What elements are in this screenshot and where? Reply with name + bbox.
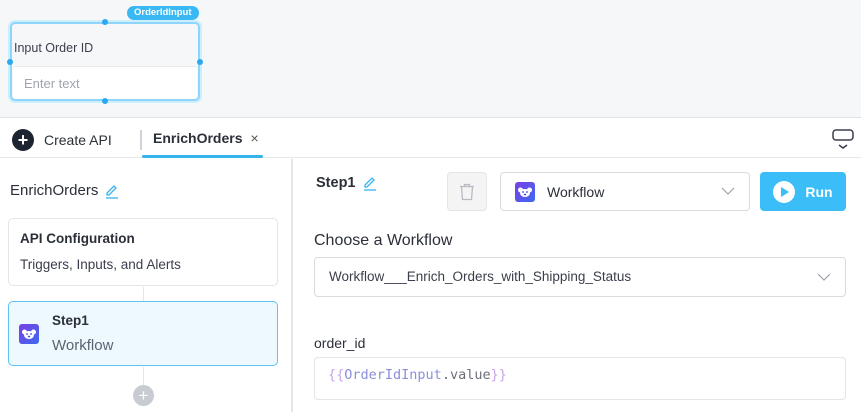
resize-handle-left[interactable] bbox=[7, 59, 13, 65]
step-name: Step1 bbox=[316, 175, 356, 191]
panel-collapse-toggle[interactable] bbox=[832, 128, 854, 152]
app-canvas: OrderIdInput Input Order ID Enter text bbox=[0, 0, 861, 118]
widget-label: Input Order ID bbox=[14, 41, 94, 55]
step-connector bbox=[143, 367, 144, 385]
active-tab-indicator bbox=[142, 155, 263, 158]
tab-divider bbox=[140, 130, 142, 150]
close-icon[interactable]: × bbox=[250, 130, 259, 146]
step-type-value: Workflow bbox=[547, 183, 605, 200]
panel-toggle-icon bbox=[832, 129, 854, 149]
add-step-button[interactable]: + bbox=[133, 385, 154, 406]
step-type: Workflow bbox=[52, 337, 114, 354]
run-button[interactable]: Run bbox=[760, 172, 846, 211]
order-id-input-widget[interactable]: Input Order ID Enter text bbox=[10, 22, 200, 101]
play-icon bbox=[773, 180, 796, 203]
resize-handle-right[interactable] bbox=[197, 59, 203, 65]
config-card-title: API Configuration bbox=[20, 231, 135, 246]
step-connector bbox=[143, 287, 144, 301]
resize-handle-bottom[interactable] bbox=[102, 98, 108, 104]
trash-icon bbox=[460, 183, 474, 200]
chevron-down-icon bbox=[817, 273, 831, 281]
plus-icon: + bbox=[12, 129, 34, 151]
api-name: EnrichOrders bbox=[10, 182, 99, 199]
workflow-select[interactable]: Workflow___Enrich_Orders_with_Shipping_S… bbox=[314, 257, 846, 297]
api-name-title: EnrichOrders bbox=[10, 182, 120, 199]
choose-workflow-label: Choose a Workflow bbox=[314, 232, 453, 249]
binding-identifier: OrderIdInput bbox=[344, 367, 442, 383]
step-title: Step1 bbox=[52, 313, 89, 328]
order-id-text-input[interactable]: Enter text bbox=[13, 66, 197, 99]
binding-property: .value bbox=[441, 367, 491, 383]
tab-enrichorders[interactable]: EnrichOrders × bbox=[142, 118, 263, 158]
api-tab-bar: + Create API EnrichOrders × bbox=[0, 118, 861, 158]
delete-step-button[interactable] bbox=[447, 172, 487, 211]
create-api-label: Create API bbox=[44, 132, 112, 148]
step-card-step1[interactable]: Step1 Workflow bbox=[8, 301, 278, 366]
edit-pencil-icon[interactable] bbox=[104, 183, 120, 199]
workflow-icon bbox=[515, 181, 535, 202]
chevron-down-icon bbox=[721, 187, 735, 195]
edit-pencil-icon[interactable] bbox=[362, 175, 378, 191]
workflow-select-value: Workflow___Enrich_Orders_with_Shipping_S… bbox=[329, 269, 632, 284]
create-api-button[interactable]: + Create API bbox=[12, 129, 112, 151]
resize-handle-top[interactable] bbox=[102, 19, 108, 25]
step-name-title: Step1 bbox=[316, 175, 378, 191]
config-card-subtitle: Triggers, Inputs, and Alerts bbox=[20, 257, 181, 272]
step-type-select[interactable]: Workflow bbox=[500, 172, 750, 211]
binding-close-brace: }} bbox=[490, 367, 507, 383]
order-id-param-label: order_id bbox=[314, 335, 366, 351]
step-editor-panel: Step1 Workflow Run Choose a Workflow bbox=[295, 159, 861, 412]
api-steps-sidebar: EnrichOrders API Configuration Triggers,… bbox=[0, 159, 293, 412]
order-id-param-input[interactable]: {{OrderIdInput.value}} bbox=[314, 357, 846, 400]
binding-open-brace: {{ bbox=[328, 367, 345, 383]
api-configuration-card[interactable]: API Configuration Triggers, Inputs, and … bbox=[8, 218, 278, 286]
workflow-icon bbox=[19, 324, 39, 349]
tab-label: EnrichOrders bbox=[153, 130, 243, 146]
widget-name-badge[interactable]: OrderIdInput bbox=[127, 6, 199, 20]
run-label: Run bbox=[805, 183, 833, 200]
